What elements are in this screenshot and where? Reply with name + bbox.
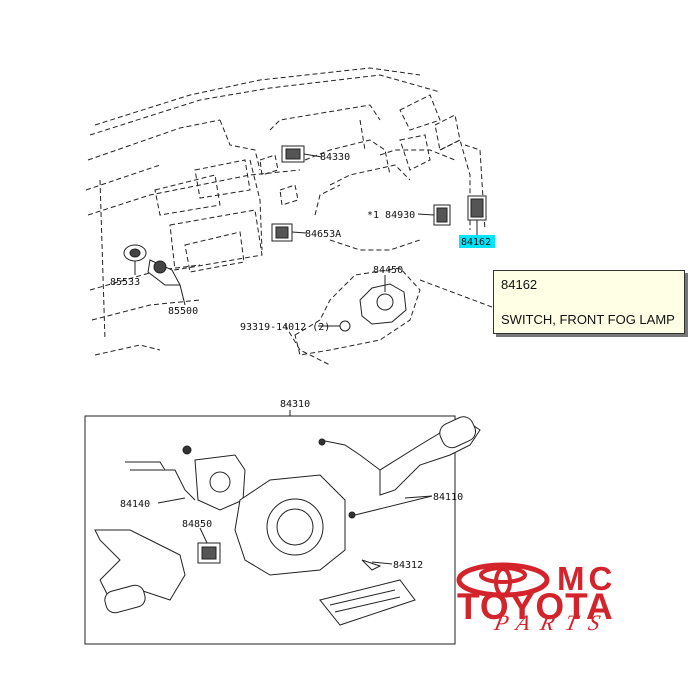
assembly-parts: [94, 416, 481, 626]
label-84312[interactable]: 84312: [393, 560, 423, 571]
label-93319[interactable]: 93319-14012 (2): [240, 322, 330, 333]
part-84312: [361, 559, 382, 571]
mc-toyota-parts-logo: MC TOYOTA PARTS: [455, 560, 690, 640]
logo-toyota: TOYOTA: [457, 586, 614, 627]
label-84140[interactable]: 84140: [120, 499, 150, 510]
tooltip-part-number: 84162: [501, 277, 538, 292]
part-84312-tray: [319, 579, 416, 626]
label-84162[interactable]: 84162: [461, 237, 491, 248]
label-84330[interactable]: 84330: [320, 152, 350, 163]
part-93319: [339, 320, 351, 332]
leader-lines: [134, 153, 478, 565]
assembly-84310-frame: [84, 415, 456, 645]
label-84850[interactable]: 84850: [182, 519, 212, 530]
logo-parts: PARTS: [492, 610, 614, 635]
tooltip-description: SWITCH, FRONT FOG LAMP: [501, 312, 675, 327]
part-labels: 84330 84653A *1 84930 84162 85533 85500 …: [110, 152, 495, 571]
part-tooltip: 84162 SWITCH, FRONT FOG LAMP: [493, 270, 685, 334]
label-84450[interactable]: 84450: [373, 265, 403, 276]
label-84110[interactable]: 84110: [433, 492, 463, 503]
label-84310[interactable]: 84310: [280, 399, 310, 410]
dashboard-outline: [85, 67, 501, 366]
switch-parts: [123, 145, 487, 332]
highlight-84162: [459, 235, 495, 248]
label-85533[interactable]: 85533: [110, 277, 140, 288]
label-85500[interactable]: 85500: [168, 306, 198, 317]
toyota-emblem-icon: [456, 562, 550, 598]
logo-mc: MC: [557, 560, 617, 597]
label-84653a[interactable]: 84653A: [305, 229, 341, 240]
label-84930[interactable]: *1 84930: [367, 210, 415, 221]
